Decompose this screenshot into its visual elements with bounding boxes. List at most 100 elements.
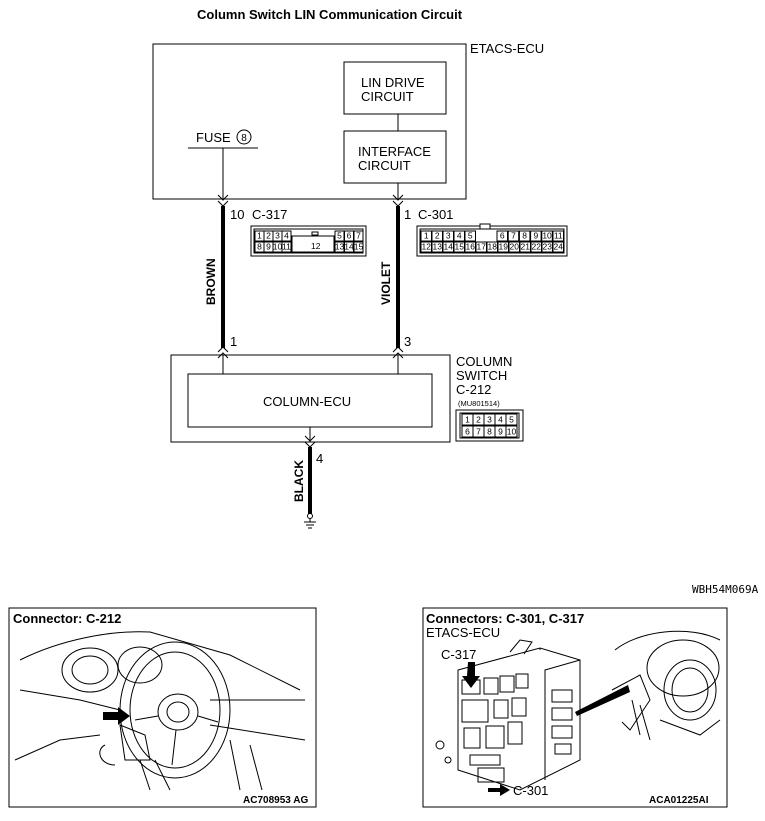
column-switch-part-no: (MU801514) (458, 399, 500, 408)
c317-pin-cell (353, 230, 364, 242)
c317-connector-name: C-317 (252, 207, 287, 222)
c301-pin-number: 17 (477, 242, 487, 252)
c301-pin-cell (552, 230, 564, 242)
c212-pin-number: 10 (507, 427, 517, 437)
c212-pin-number: 4 (498, 415, 503, 425)
c301-pin-number: 5 (468, 231, 473, 241)
c317-location-arrow (462, 662, 480, 688)
panel-left-code: AC708953 AG (243, 795, 308, 806)
c317-center-pin: 12 (311, 241, 321, 251)
column-switch-label-3: C-212 (456, 382, 491, 397)
steering-column-illustration (14, 631, 306, 791)
c212-pin-number: 2 (476, 415, 481, 425)
c301-pin-number: 23 (543, 242, 553, 252)
interface-circuit-box (343, 130, 447, 184)
c317-pin-cell (281, 241, 292, 253)
c301-pin-number: 9 (533, 231, 538, 241)
c212-brown-chevron (217, 346, 229, 359)
fuse-label: FUSE (196, 130, 231, 145)
c301-pin-cell (541, 230, 553, 242)
c301-pin-number: 16 (466, 242, 476, 252)
c301-pin-number: 11 (554, 231, 563, 241)
c301-pin-number: 22 (532, 242, 542, 252)
c301-pin-number: 1 (424, 231, 429, 241)
c212-location-arrow (103, 707, 130, 725)
panel-left-heading: Connector: C-212 (13, 611, 121, 626)
c212-pin-cell (505, 413, 518, 426)
c317-pin-cell (353, 241, 364, 253)
c301-pin-number: 1 (404, 207, 411, 222)
c317-center-cell (291, 235, 335, 253)
c301-pin-number: 6 (500, 231, 505, 241)
c301-pin-cell (507, 230, 520, 242)
c317-pin-number: 6 (347, 231, 352, 241)
lin-drive-label-1: LIN DRIVE (361, 75, 425, 90)
c317-callout-label: C-317 (441, 647, 476, 662)
c212-pin-number: 3 (487, 415, 492, 425)
violet-wire-label: VIOLET (379, 261, 393, 305)
c301-pin-cell (496, 230, 508, 242)
c301-pin-cell (518, 230, 531, 242)
c317-pin-number: 14 (344, 242, 354, 252)
c317-pin-number: 4 (284, 231, 289, 241)
black-wire-pin: 4 (316, 451, 323, 466)
c317-pin-number: 10 (273, 242, 283, 252)
c212-pin-number: 7 (476, 427, 481, 437)
interface-label-1: INTERFACE (358, 144, 431, 159)
violet-bottom-pin: 3 (404, 334, 411, 349)
c301-pin-number: 4 (457, 231, 462, 241)
c301-location-arrow (488, 784, 510, 796)
lin-drive-label-2: CIRCUIT (361, 89, 414, 104)
c317-pin-cell (281, 230, 292, 242)
diagram-code: WBH54M069A (692, 583, 759, 596)
connectors-c301-c317-panel (422, 607, 728, 808)
interface-label-2: CIRCUIT (358, 158, 411, 173)
ecu-location-leader (575, 685, 630, 716)
c301-callout-label: C-301 (513, 783, 548, 798)
c317-pin-number: 9 (266, 242, 271, 252)
etacs-ecu-illustration (435, 630, 721, 791)
brown-bottom-pin: 1 (230, 334, 237, 349)
black-wire-label: BLACK (292, 460, 306, 502)
etacs-ecu-label: ETACS-ECU (470, 41, 544, 56)
c301-pin-number: 15 (455, 242, 465, 252)
panel-right-heading: Connectors: C-301, C-317 (426, 611, 584, 626)
c301-pin-number: 18 (488, 242, 498, 252)
c317-pin-number: 11 (282, 242, 291, 252)
c301-pin-number: 21 (521, 242, 531, 252)
c212-pin-number: 8 (487, 427, 492, 437)
c212-pin-number: 1 (465, 415, 470, 425)
c301-pin-cell (464, 230, 476, 242)
fuse-number-circle (236, 129, 252, 145)
c317-pin-number: 7 (356, 231, 361, 241)
c301-pin-cell (552, 241, 564, 253)
c317-pin-number: 13 (335, 242, 345, 252)
c212-violet-chevron (392, 346, 404, 359)
etacs-ecu-box (152, 43, 467, 200)
c317-pin-number: 8 (257, 242, 262, 252)
c212-pin-cell (505, 425, 518, 438)
c317-pin-number: 15 (354, 242, 364, 252)
c317-pin-number: 3 (275, 231, 280, 241)
diagram-title: Column Switch LIN Communication Circuit (197, 7, 463, 22)
lin-drive-circuit-box (343, 61, 447, 115)
c212-pin-number: 6 (465, 427, 470, 437)
c301-pin-number: 19 (499, 242, 509, 252)
c212-pin-number: 9 (498, 427, 503, 437)
c317-pin-number: 10 (230, 207, 244, 222)
c301-pin-number: 24 (554, 242, 564, 252)
c301-pin-number: 2 (435, 231, 440, 241)
c301-pin-cell (530, 230, 542, 242)
c301-pin-number: 14 (444, 242, 454, 252)
panel-right-code: ACA01225AI (649, 795, 709, 806)
c301-pin-number: 13 (433, 242, 443, 252)
c317-pin-number: 1 (257, 231, 262, 241)
c301-connector-name: C-301 (418, 207, 453, 222)
c301-pin-number: 20 (510, 242, 520, 252)
c301-pin-number: 12 (422, 242, 432, 252)
c317-pin-number: 2 (266, 231, 271, 241)
